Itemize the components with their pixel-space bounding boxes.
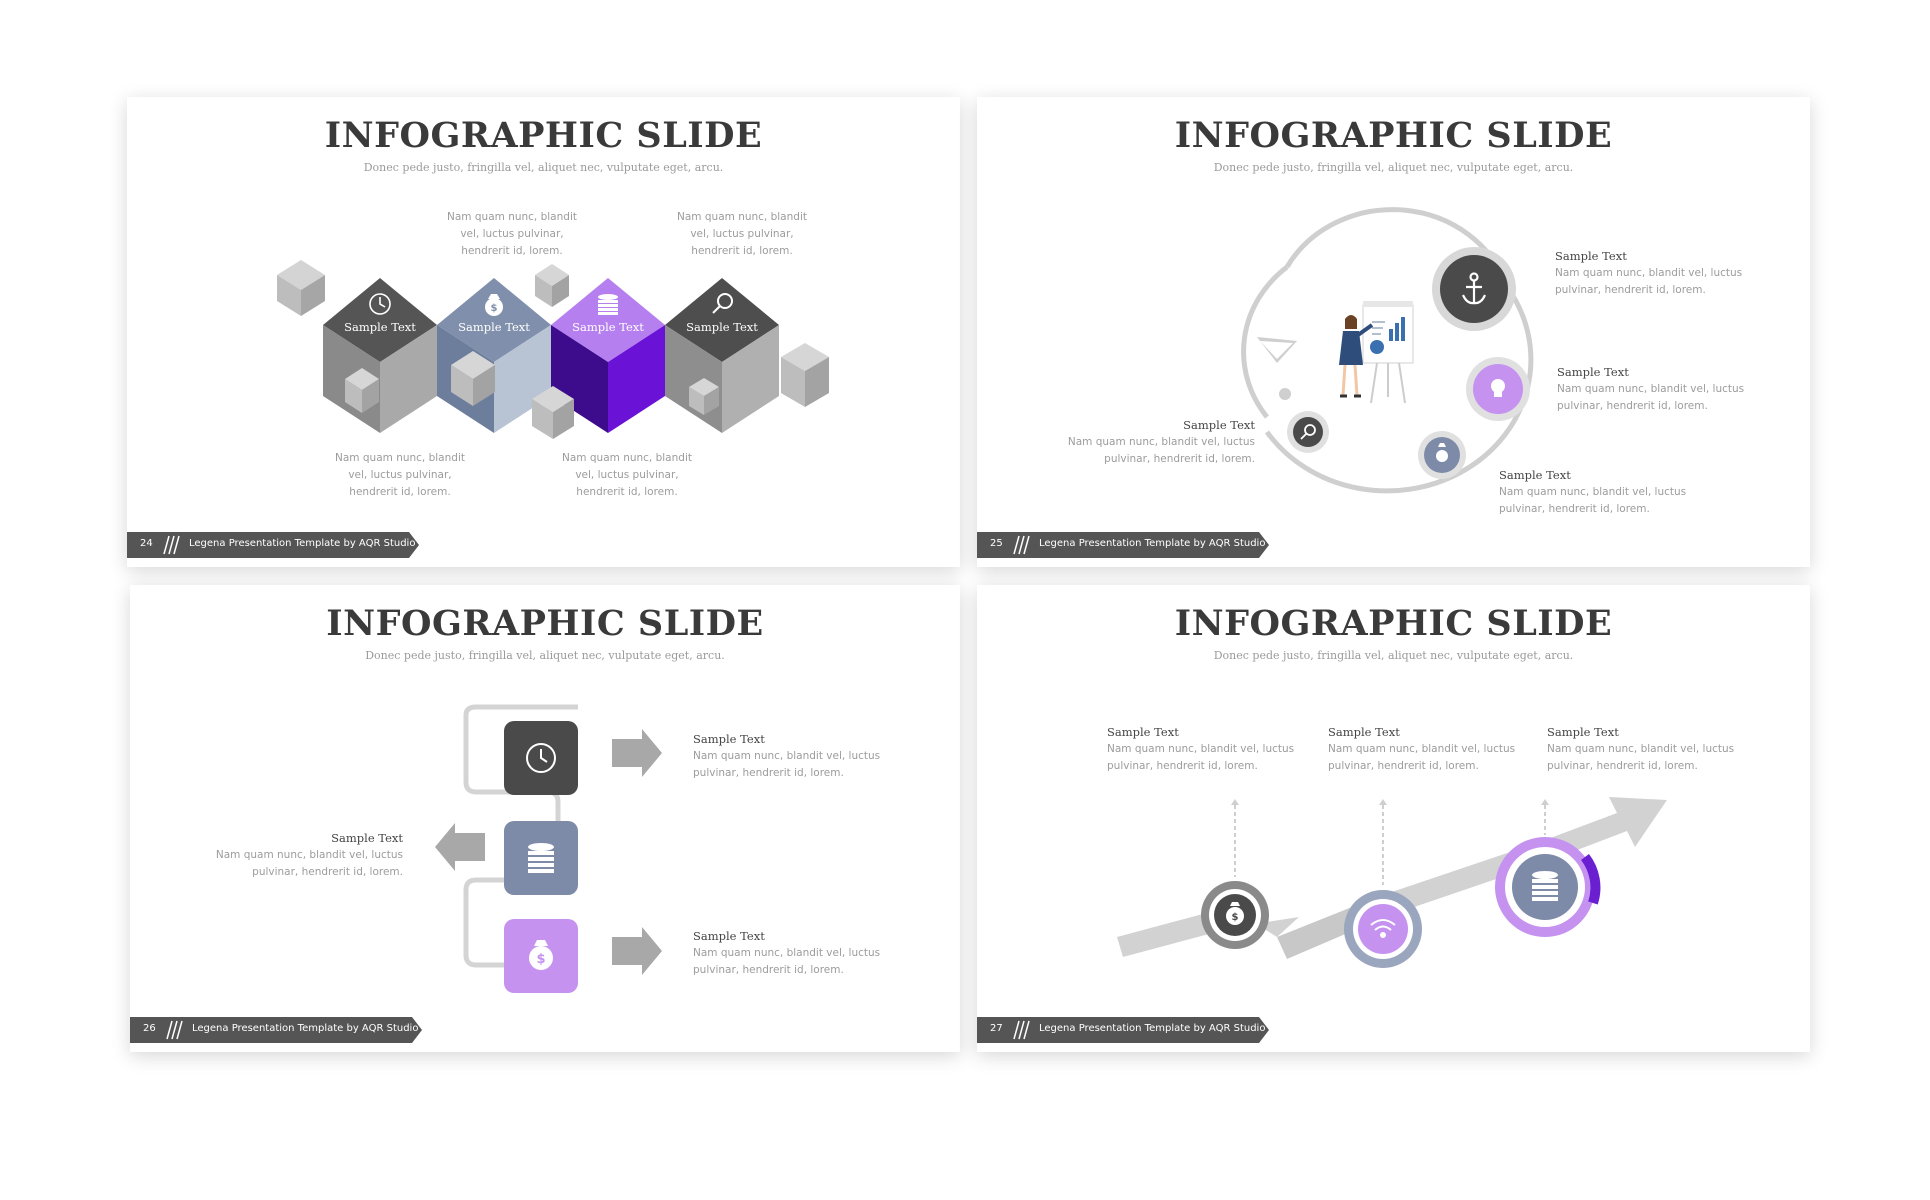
arrow-left-icon xyxy=(435,823,485,871)
item-text-3: Nam quam nunc, blandit vel, luctus pulvi… xyxy=(1499,486,1687,515)
money-bag-icon: $ xyxy=(1226,902,1244,925)
item-heading-2: Sample Text xyxy=(1328,725,1400,739)
item-text-1: Nam quam nunc, blandit vel, luctus pulvi… xyxy=(693,750,881,779)
cube-2-label: Sample Text xyxy=(458,320,530,334)
slide-footer: 25 Legena Presentation Template by AQR S… xyxy=(977,532,1269,558)
cycle-diagram xyxy=(1241,207,1534,494)
cube-4 xyxy=(665,278,779,433)
svg-text:$: $ xyxy=(536,952,545,967)
slide-number: 27 xyxy=(990,1023,1003,1034)
search-icon xyxy=(1300,424,1316,440)
footer-text: Legena Presentation Template by AQR Stud… xyxy=(192,1023,419,1034)
svg-text:$: $ xyxy=(1232,912,1239,923)
cube-bottom-text-1: Nam quam nunc, blandit vel, luctus pulvi… xyxy=(335,452,465,498)
cube-4-label: Sample Text xyxy=(686,320,758,334)
arrow-right-icon xyxy=(612,729,662,777)
item-heading-2: Sample Text xyxy=(331,831,403,845)
slide-title: INFOGRAPHIC SLIDE xyxy=(324,115,763,156)
item-text-2: Nam quam nunc, blandit vel, luctus pulvi… xyxy=(1328,743,1516,772)
growth-arrow-diagram: $ xyxy=(1117,797,1667,968)
item-text-2: Nam quam nunc, blandit vel, luctus pulvi… xyxy=(1557,383,1745,412)
coins-icon xyxy=(1532,871,1558,901)
slide-26: INFOGRAPHIC SLIDE Donec pede justo, frin… xyxy=(130,585,960,1052)
slide-footer: 26 Legena Presentation Template by AQR S… xyxy=(130,1017,422,1043)
item-heading-3: Sample Text xyxy=(1547,725,1619,739)
money-bag-icon xyxy=(1436,443,1448,462)
item-heading-1: Sample Text xyxy=(1555,249,1627,263)
item-heading-3: Sample Text xyxy=(1499,468,1571,482)
footer-text: Legena Presentation Template by AQR Stud… xyxy=(1039,1023,1266,1034)
money-bag-icon: $ xyxy=(529,940,553,970)
footer-text: Legena Presentation Template by AQR Stud… xyxy=(1039,538,1266,549)
cube-1-label: Sample Text xyxy=(344,320,416,334)
item-heading-2: Sample Text xyxy=(1557,365,1629,379)
cube-top-text-1: Nam quam nunc, blandit vel, luctus pulvi… xyxy=(447,211,577,257)
slide-24: INFOGRAPHIC SLIDE Donec pede justo, frin… xyxy=(127,97,960,567)
cube-3-label: Sample Text xyxy=(572,320,644,334)
footer-text: Legena Presentation Template by AQR Stud… xyxy=(189,538,416,549)
item-heading-3: Sample Text xyxy=(693,929,765,943)
cube-bottom-text-2: Nam quam nunc, blandit vel, luctus pulvi… xyxy=(562,452,692,498)
slide-subtitle: Donec pede justo, fringilla vel, aliquet… xyxy=(1213,649,1574,662)
cube-top-text-2: Nam quam nunc, blandit vel, luctus pulvi… xyxy=(677,211,807,257)
small-cube xyxy=(277,260,325,316)
anchor-icon xyxy=(1461,272,1487,305)
search-icon xyxy=(712,293,733,314)
money-bag-icon: $ xyxy=(485,294,503,316)
process-diagram: $ xyxy=(435,704,662,993)
item-text-3: Nam quam nunc, blandit vel, luctus pulvi… xyxy=(1547,743,1735,772)
slide-footer: 27 Legena Presentation Template by AQR S… xyxy=(977,1017,1269,1043)
item-heading-1: Sample Text xyxy=(693,732,765,746)
slide-footer: 24 Legena Presentation Template by AQR S… xyxy=(127,532,419,558)
slide-number: 26 xyxy=(143,1023,156,1034)
item-text-3: Nam quam nunc, blandit vel, luctus pulvi… xyxy=(693,947,881,976)
slide-25: INFOGRAPHIC SLIDE Donec pede justo, frin… xyxy=(977,97,1810,567)
slide-number: 24 xyxy=(140,538,153,549)
slide-subtitle: Donec pede justo, fringilla vel, aliquet… xyxy=(1213,161,1574,174)
slide-number: 25 xyxy=(990,538,1003,549)
item-text-1: Nam quam nunc, blandit vel, luctus pulvi… xyxy=(1555,267,1743,296)
item-text-2: Nam quam nunc, blandit vel, luctus pulvi… xyxy=(215,849,403,878)
coins-icon xyxy=(598,294,618,315)
svg-text:$: $ xyxy=(491,303,498,314)
item-heading-1: Sample Text xyxy=(1107,725,1179,739)
slide-subtitle: Donec pede justo, fringilla vel, aliquet… xyxy=(363,161,724,174)
slide-title: INFOGRAPHIC SLIDE xyxy=(1174,115,1613,156)
clock-icon xyxy=(369,293,391,315)
arrow-right-icon xyxy=(612,927,662,975)
clock-icon xyxy=(526,743,556,773)
coins-icon xyxy=(528,843,554,873)
slide-27: INFOGRAPHIC SLIDE Donec pede justo, frin… xyxy=(977,585,1810,1052)
cube-diagram: $ xyxy=(277,260,829,439)
item-text-4: Nam quam nunc, blandit vel, luctus pulvi… xyxy=(1067,436,1255,465)
slide-title: INFOGRAPHIC SLIDE xyxy=(326,603,764,644)
slide-title: INFOGRAPHIC SLIDE xyxy=(1174,603,1613,644)
presenter-illustration xyxy=(1339,301,1414,404)
cube-3 xyxy=(551,278,665,433)
lightbulb-icon xyxy=(1491,379,1505,397)
wifi-icon xyxy=(1370,919,1396,938)
item-text-1: Nam quam nunc, blandit vel, luctus pulvi… xyxy=(1107,743,1295,772)
slide-subtitle: Donec pede justo, fringilla vel, aliquet… xyxy=(365,649,725,662)
item-heading-4: Sample Text xyxy=(1183,418,1255,432)
